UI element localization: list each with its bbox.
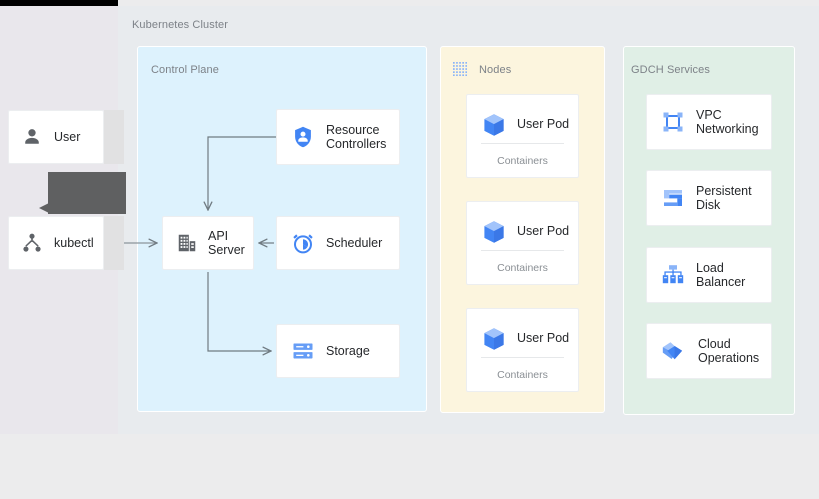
card-user-pod-sublabel: Containers [497,262,548,274]
card-cloud-operations-label: Cloud Operations [698,336,760,366]
card-user-pod-label: User Pod [517,117,570,132]
card-user-pod[interactable]: User Pod Containers [466,94,579,178]
person-icon [21,126,43,148]
card-cloud-operations[interactable]: Cloud Operations [646,323,772,379]
card-user-pod-sublabel: Containers [497,155,548,167]
card-user-pod-sublabel: Containers [497,369,548,381]
pod-divider [481,357,564,358]
card-kubectl[interactable]: kubectl [8,216,104,270]
cube-icon [481,112,507,138]
card-user-pod-label: User Pod [517,331,570,346]
card-load-balancer-label: Load Balancer [696,260,746,290]
tooltip-pointer [39,203,49,213]
alarm-clock-icon [291,231,315,255]
cube-icon [481,326,507,352]
panel-label-nodes: Nodes [479,64,512,76]
card-storage[interactable]: Storage [276,324,400,378]
pod-divider [481,250,564,251]
card-api-server-label: API Server [208,228,245,258]
card-vpc-networking[interactable]: VPC Networking [646,94,772,150]
card-load-balancer[interactable]: Load Balancer [646,247,772,303]
panel-label-gdch: GDCH Services [631,64,710,76]
kubectl-card-shadow [104,216,124,270]
card-user[interactable]: User [8,110,104,164]
card-scheduler[interactable]: Scheduler [276,216,400,270]
cloud-operations-icon [661,338,687,364]
cluster-title: Kubernetes Cluster [132,19,228,31]
card-persistent-disk[interactable]: Persistent Disk [646,170,772,226]
user-card-shadow [104,110,124,164]
pod-divider [481,143,564,144]
card-storage-label: Storage [326,343,370,358]
load-balancer-icon [661,263,685,287]
card-persistent-disk-label: Persistent Disk [696,183,752,213]
account-tree-icon [21,232,43,254]
card-scheduler-label: Scheduler [326,235,383,250]
persistent-disk-icon [661,186,685,210]
card-user-pod[interactable]: User Pod Containers [466,308,579,392]
card-user-label: User [54,129,81,144]
card-resource-controllers[interactable]: Resource Controllers [276,109,400,165]
server-building-icon [176,232,198,254]
tooltip-block [48,172,126,214]
dotted-grid-icon [453,62,467,76]
card-resource-controllers-label: Resource Controllers [326,122,387,152]
card-kubectl-label: kubectl [54,235,94,250]
top-black-strip [0,0,118,6]
card-user-pod[interactable]: User Pod Containers [466,201,579,285]
storage-rack-icon [291,339,315,363]
card-api-server[interactable]: API Server [162,216,254,270]
card-vpc-networking-label: VPC Networking [696,107,759,137]
shield-person-icon [291,125,315,149]
panel-label-control-plane: Control Plane [151,64,219,76]
cube-icon [481,219,507,245]
card-user-pod-label: User Pod [517,224,570,239]
vpc-network-icon [661,110,685,134]
